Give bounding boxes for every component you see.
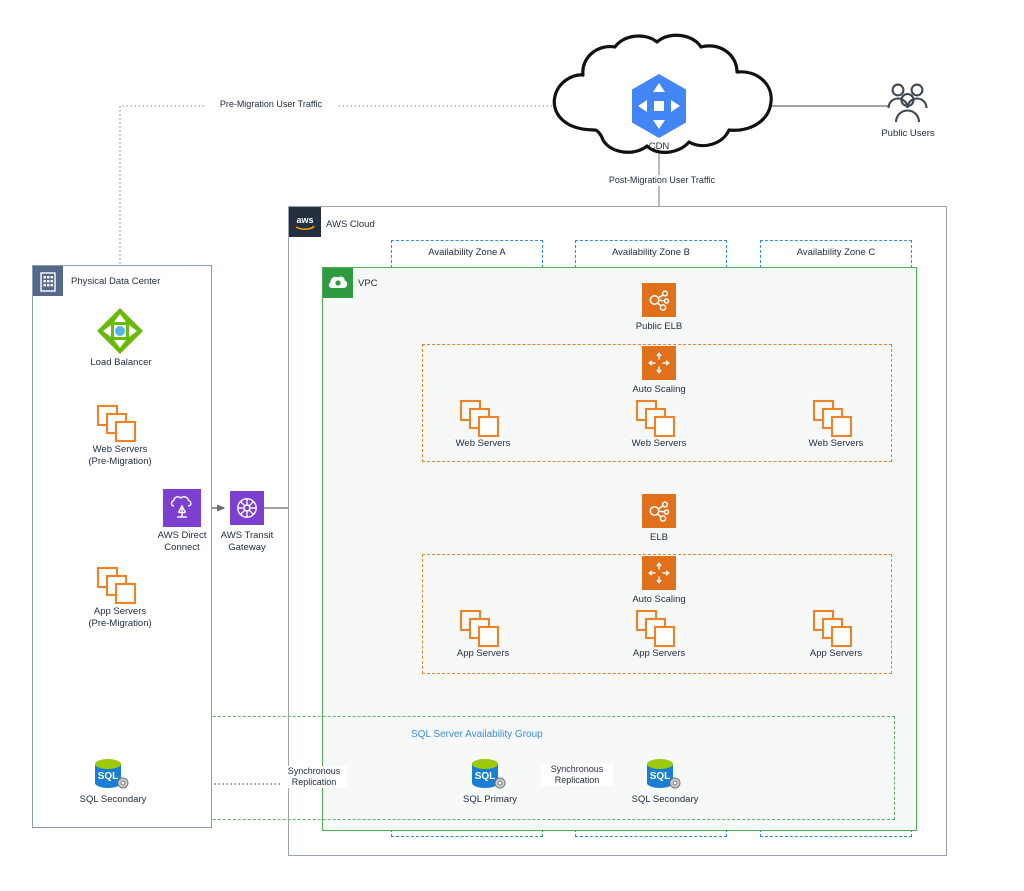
- servers-stack-icon[interactable]: [812, 609, 860, 651]
- app-servers-label-c: App Servers: [809, 648, 863, 659]
- svg-text:aws: aws: [296, 215, 313, 225]
- auto-scaling-label-app: Auto Scaling: [632, 594, 686, 605]
- app-servers-label-a: App Servers: [456, 648, 510, 659]
- sql-database-icon[interactable]: SQL: [470, 757, 510, 793]
- sql-secondary-label-dc: SQL Secondary: [79, 794, 147, 805]
- az-title-a: Availability Zone A: [428, 247, 506, 258]
- public-elb-label: Public ELB: [635, 321, 683, 332]
- web-servers-label-b: Web Servers: [631, 438, 687, 449]
- auto-scaling-group-app: [422, 554, 892, 674]
- datacenter-building-icon: [33, 266, 63, 296]
- servers-stack-icon[interactable]: [635, 609, 683, 651]
- load-balancer-icon[interactable]: [96, 307, 144, 355]
- public-users-label: Public Users: [881, 128, 935, 139]
- vpc-container: [322, 267, 917, 831]
- post-migration-traffic-label: Post-Migration User Traffic: [590, 175, 734, 186]
- servers-stack-icon[interactable]: [812, 399, 860, 441]
- web-servers-label-c: Web Servers: [808, 438, 864, 449]
- users-icon: [884, 82, 932, 124]
- auto-scaling-label-web: Auto Scaling: [632, 384, 686, 395]
- servers-stack-icon[interactable]: [459, 399, 507, 441]
- physical-data-center-container: Physical Data Center: [32, 265, 212, 828]
- app-elb-label: ELB: [650, 532, 668, 543]
- vpc-title: VPC: [358, 278, 378, 289]
- sql-secondary-label-aws: SQL Secondary: [631, 794, 699, 805]
- servers-stack-icon[interactable]: [96, 566, 144, 608]
- transit-gateway-icon[interactable]: [230, 491, 264, 525]
- web-servers-label-a: Web Servers: [455, 438, 511, 449]
- auto-scaling-group-web: [422, 344, 892, 462]
- sync-replication-label-aws: Synchronous Replication: [541, 764, 613, 786]
- sql-database-icon[interactable]: SQL: [645, 757, 685, 793]
- app-servers-premigration-label: App Servers (Pre-Migration): [88, 606, 152, 629]
- app-servers-label-b: App Servers: [632, 648, 686, 659]
- transit-gateway-label: AWS Transit Gateway: [220, 530, 274, 553]
- direct-connect-icon[interactable]: [163, 489, 201, 527]
- sql-primary-label: SQL Primary: [462, 794, 518, 805]
- sql-availability-group-title: SQL Server Availability Group: [411, 729, 543, 740]
- elb-icon[interactable]: [642, 283, 676, 317]
- auto-scaling-icon[interactable]: [642, 556, 676, 590]
- aws-logo-icon: aws: [289, 207, 321, 237]
- az-title-c: Availability Zone C: [796, 247, 876, 258]
- sync-replication-label-dc: Synchronous Replication: [281, 766, 347, 788]
- direct-connect-label: AWS Direct Connect: [157, 530, 207, 553]
- servers-stack-icon[interactable]: [635, 399, 683, 441]
- pre-migration-traffic-label: Pre-Migration User Traffic: [205, 99, 337, 110]
- cdn-label: CDN: [648, 141, 670, 152]
- svg-text:SQL: SQL: [650, 771, 671, 782]
- svg-text:SQL: SQL: [475, 771, 496, 782]
- svg-text:SQL: SQL: [98, 771, 119, 782]
- auto-scaling-icon[interactable]: [642, 346, 676, 380]
- servers-stack-icon[interactable]: [96, 404, 144, 446]
- vpc-cloud-icon: [323, 268, 353, 298]
- cdn-icon: [630, 73, 688, 139]
- elb-icon[interactable]: [642, 494, 676, 528]
- aws-cloud-title: AWS Cloud: [326, 219, 375, 230]
- web-servers-premigration-label: Web Servers (Pre-Migration): [88, 444, 152, 467]
- servers-stack-icon[interactable]: [459, 609, 507, 651]
- az-title-b: Availability Zone B: [612, 247, 690, 258]
- physical-data-center-title: Physical Data Center: [71, 276, 161, 287]
- load-balancer-label: Load Balancer: [90, 357, 152, 368]
- sql-database-icon[interactable]: SQL: [93, 757, 133, 793]
